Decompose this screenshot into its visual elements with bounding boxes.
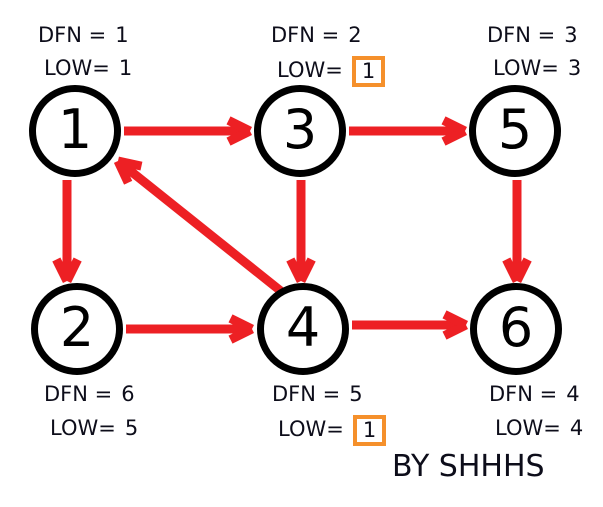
dfn-label: DFN = <box>44 382 113 406</box>
edge-arrowhead-barb-2 <box>441 116 467 136</box>
dfn-value: 5 <box>349 382 363 406</box>
dfn-annotation-node-1: DFN = 1 <box>38 23 129 47</box>
low-value: 1 <box>118 56 133 80</box>
low-label: LOW= <box>277 58 343 82</box>
graph-node-5[interactable]: 5 <box>469 85 561 177</box>
low-value-highlighted: 1 <box>352 415 387 447</box>
edge-arrowhead-barb-2 <box>226 116 252 136</box>
edge-4-to-6 <box>352 310 468 340</box>
dfn-label: DFN = <box>38 23 107 47</box>
low-annotation-node-4: LOW= 1 <box>278 414 387 447</box>
edge-3-to-4 <box>286 180 316 283</box>
dfn-annotation-node-3: DFN = 2 <box>271 23 362 47</box>
edge-5-to-6 <box>502 180 532 283</box>
edge-2-to-4 <box>126 314 254 344</box>
low-label: LOW= <box>278 417 344 441</box>
graph-node-1[interactable]: 1 <box>29 85 121 177</box>
dfn-annotation-node-4: DFN = 5 <box>272 382 363 406</box>
dfn-value: 1 <box>115 23 129 47</box>
low-label: LOW= <box>44 56 110 80</box>
low-value-highlighted: 1 <box>351 56 386 88</box>
edge-arrowhead-barb-2 <box>113 159 133 185</box>
graph-node-6[interactable]: 6 <box>470 283 562 375</box>
low-annotation-node-2: LOW= 5 <box>50 416 138 440</box>
edge-arrowhead-barb-2 <box>512 257 532 283</box>
dfn-annotation-node-6: DFN = 4 <box>489 382 580 406</box>
edge-3-to-5 <box>349 116 467 146</box>
low-value: 3 <box>567 56 582 80</box>
edge-arrowhead-barb-2 <box>228 314 254 334</box>
low-annotation-node-6: LOW= 4 <box>495 416 583 440</box>
low-value: 4 <box>569 416 584 440</box>
edge-arrowhead-barb-2 <box>442 310 468 330</box>
edge-arrowhead-barb-2 <box>62 257 82 283</box>
dfn-value: 6 <box>121 382 135 406</box>
graph-node-label-3: 3 <box>282 98 318 161</box>
dfn-annotation-node-2: DFN = 6 <box>44 382 135 406</box>
edge-shaft <box>117 159 295 304</box>
graph-node-label-5: 5 <box>497 98 533 161</box>
dfn-label: DFN = <box>272 382 341 406</box>
edge-1-to-3 <box>124 116 252 146</box>
edge-1-to-2 <box>52 180 82 283</box>
signature-text: BY SHHHS <box>392 449 545 484</box>
edge-arrowhead-barb-2 <box>296 257 316 283</box>
low-label: LOW= <box>493 56 559 80</box>
graph-node-label-2: 2 <box>59 296 95 359</box>
low-annotation-node-1: LOW= 1 <box>44 56 132 80</box>
low-annotation-node-5: LOW= 3 <box>493 56 581 80</box>
dfn-annotation-node-5: DFN = 3 <box>487 23 578 47</box>
graph-node-2[interactable]: 2 <box>31 283 123 375</box>
graph-node-4[interactable]: 4 <box>257 283 349 375</box>
graph-node-label-4: 4 <box>285 296 321 359</box>
edge-4-to-1 <box>113 156 295 304</box>
low-value: 5 <box>124 416 139 440</box>
dfn-label: DFN = <box>271 23 340 47</box>
graph-node-label-6: 6 <box>498 296 534 359</box>
low-annotation-node-3: LOW= 1 <box>277 55 386 88</box>
dfn-value: 2 <box>348 23 362 47</box>
dfn-label: DFN = <box>487 23 556 47</box>
low-label: LOW= <box>495 416 561 440</box>
dfn-label: DFN = <box>489 382 558 406</box>
low-label: LOW= <box>50 416 116 440</box>
dfn-value: 4 <box>566 382 580 406</box>
dfn-value: 3 <box>564 23 578 47</box>
graph-node-3[interactable]: 3 <box>254 85 346 177</box>
graph-node-label-1: 1 <box>57 98 93 161</box>
